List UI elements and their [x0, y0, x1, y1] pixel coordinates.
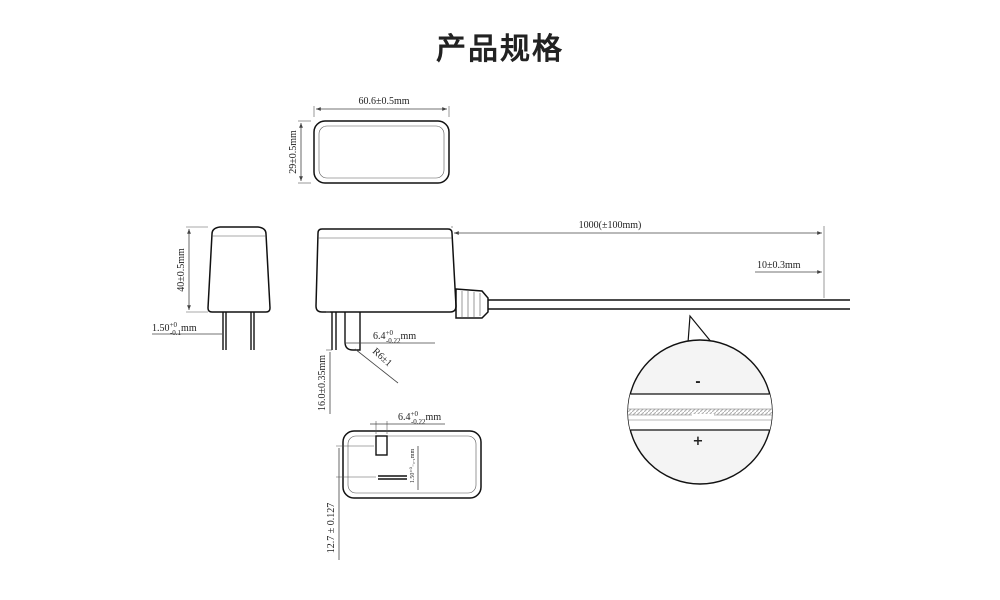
strain-relief — [455, 288, 489, 319]
front-view-body — [315, 228, 457, 313]
side-view: 40±0.5mm 1.50+0-0.1mm — [152, 226, 271, 350]
page-title: 产品规格 — [436, 32, 564, 67]
cable-length-label: 1000(±100mm) — [579, 220, 642, 231]
top-view-inner-outline — [318, 125, 445, 179]
front-view: 1000(±100mm) 10±0.3mm 6.4+0-0.22mm R6±1 … — [315, 220, 850, 414]
strip-length-label: 10±0.3mm — [757, 260, 801, 271]
side-view-body — [207, 226, 271, 313]
cable-detail-callout: - + — [627, 314, 773, 485]
top-depth-label: 29±0.5mm — [288, 130, 299, 174]
bottom-pin-top — [375, 435, 388, 456]
pin-length-label: 16.0±0.35mm — [317, 355, 328, 411]
bottom-view-outer-outline — [342, 430, 482, 499]
top-view-outer-outline — [313, 120, 450, 184]
top-view: 60.6±0.5mm 29±0.5mm — [288, 96, 450, 184]
front-pin-right — [344, 312, 361, 351]
body-height-label: 40±0.5mm — [176, 248, 187, 292]
pin-thickness-label: 1.50+0-0.1mm — [152, 321, 197, 337]
bottom-view-inner-outline — [347, 435, 477, 494]
pin-width-label: 6.4+0-0.22mm — [373, 329, 416, 345]
radius-label: R6±1 — [370, 346, 394, 369]
bottom-view: 6.4+0-0.22mm 1.50⁺⁰₋₀.₁mm 12.7 ± 0.127 — [326, 410, 482, 560]
radius-leader — [354, 348, 399, 384]
top-width-label: 60.6±0.5mm — [358, 96, 409, 107]
polarity-stripe — [628, 409, 772, 415]
positive-label: + — [693, 434, 704, 449]
pin-spacing-label: 12.7 ± 0.127 — [326, 503, 337, 554]
bottom-pin-thickness-label: 1.50⁺⁰₋₀.₁mm — [409, 449, 416, 484]
bottom-pin-width-label: 6.4+0-0.22mm — [398, 410, 441, 426]
negative-label: - — [695, 375, 700, 390]
